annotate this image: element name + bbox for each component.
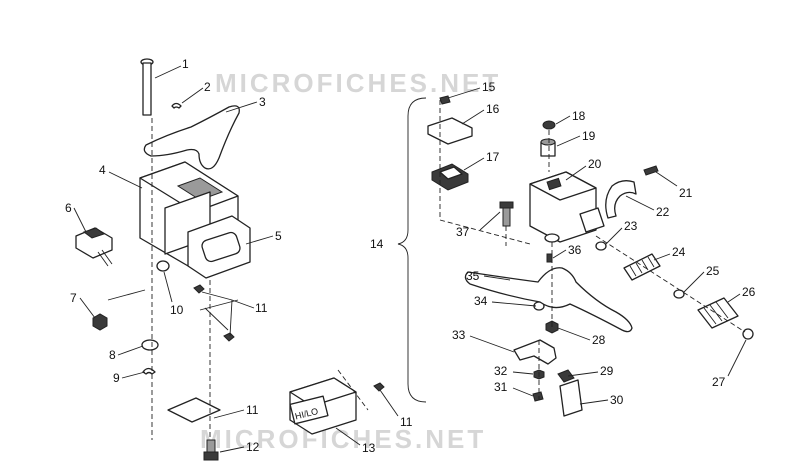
- callout-18: 17: [486, 150, 500, 164]
- callout-34: 33: [452, 328, 466, 342]
- part-24-washer: [595, 241, 607, 251]
- part-28-o-ring: [742, 328, 754, 340]
- callout-9: 9: [113, 371, 120, 385]
- callout-31: 30: [610, 393, 624, 407]
- part-11-screw-c: [373, 382, 385, 392]
- callout-29: 28: [592, 333, 606, 347]
- part-38-bolt: [499, 201, 514, 227]
- callout-13: 12: [246, 440, 260, 454]
- callout-14: 13: [362, 441, 376, 455]
- callout-15: 14: [370, 237, 384, 251]
- part-14-hi-lo-switch: HI/LO: [289, 377, 357, 435]
- callout-11-a: 11: [255, 301, 268, 315]
- callout-36: 35: [466, 269, 480, 283]
- callout-21: 20: [588, 157, 602, 171]
- callout-7: 7: [70, 291, 77, 305]
- part-1-pin: [140, 58, 154, 116]
- callout-1: 1: [182, 57, 189, 71]
- callout-22: 21: [679, 186, 693, 200]
- part-11-screw-b: [223, 332, 235, 342]
- callout-11-c: 11: [400, 415, 413, 429]
- part-17-cap: [427, 117, 473, 145]
- callout-4: 4: [99, 163, 106, 177]
- part-23-clamp: [605, 180, 637, 219]
- callout-8: 8: [109, 348, 116, 362]
- part-5-boot: [187, 215, 251, 279]
- callout-27: 26: [742, 285, 756, 299]
- callout-26: 25: [706, 264, 720, 278]
- part-25-spring: [623, 253, 661, 281]
- part-27-plunger: [697, 297, 739, 329]
- callout-38: 37: [456, 225, 470, 239]
- brace-15: [397, 97, 427, 403]
- callout-16: 15: [482, 80, 496, 94]
- callout-23: 22: [656, 205, 670, 219]
- part-6-connector: [75, 227, 113, 267]
- callout-17: 16: [486, 102, 500, 116]
- part-9-clip: [142, 367, 156, 375]
- callout-2: 2: [204, 80, 211, 94]
- part-7-nut: [92, 313, 108, 331]
- part-20-bushing: [540, 138, 556, 157]
- callout-28: 27: [712, 375, 726, 389]
- part-11-screw-a: [193, 284, 205, 294]
- part-32-screw: [532, 391, 544, 402]
- callout-25: 24: [672, 245, 686, 259]
- part-31-plate: [559, 379, 583, 417]
- callout-35: 34: [474, 294, 488, 308]
- part-18-diaphragm: [431, 163, 469, 191]
- callout-30: 29: [600, 364, 614, 378]
- callout-32: 31: [494, 380, 508, 394]
- callout-12: 11: [246, 403, 259, 417]
- part-37-pin: [546, 253, 553, 263]
- part-13-bolt: [203, 439, 219, 461]
- part-34-bracket: [513, 339, 557, 365]
- callout-19: 18: [572, 109, 586, 123]
- watermark-top: MICROFICHES.NET: [215, 68, 501, 98]
- callout-10: 10: [170, 303, 184, 317]
- part-21-master-cylinder: [529, 171, 605, 243]
- part-26-washer: [673, 289, 685, 299]
- part-2-clip: [171, 102, 182, 109]
- part-8-washer: [141, 339, 159, 351]
- part-22-screw: [643, 165, 659, 176]
- part-30-switch: [557, 369, 575, 383]
- callout-37: 36: [568, 243, 582, 257]
- part-12-plate: [167, 397, 221, 423]
- callout-5: 5: [275, 229, 282, 243]
- callout-24: 23: [624, 219, 638, 233]
- part-3-lever: [143, 105, 240, 170]
- callout-20: 19: [582, 129, 596, 143]
- part-10-grommet: [156, 260, 170, 272]
- callout-numbers: 1 2 3 4 5 6 7 8 9 10 11 11 12 13 11 14 1…: [65, 57, 756, 455]
- callout-3: 3: [259, 95, 266, 109]
- part-16-screw: [439, 95, 451, 105]
- callout-6: 6: [65, 201, 72, 215]
- part-19-cap: [542, 120, 556, 130]
- callout-leaders: [73, 65, 747, 453]
- watermark-bottom: MICROFICHES.NET: [200, 424, 486, 454]
- callout-33: 32: [494, 364, 508, 378]
- part-36-brake-lever: [464, 267, 633, 333]
